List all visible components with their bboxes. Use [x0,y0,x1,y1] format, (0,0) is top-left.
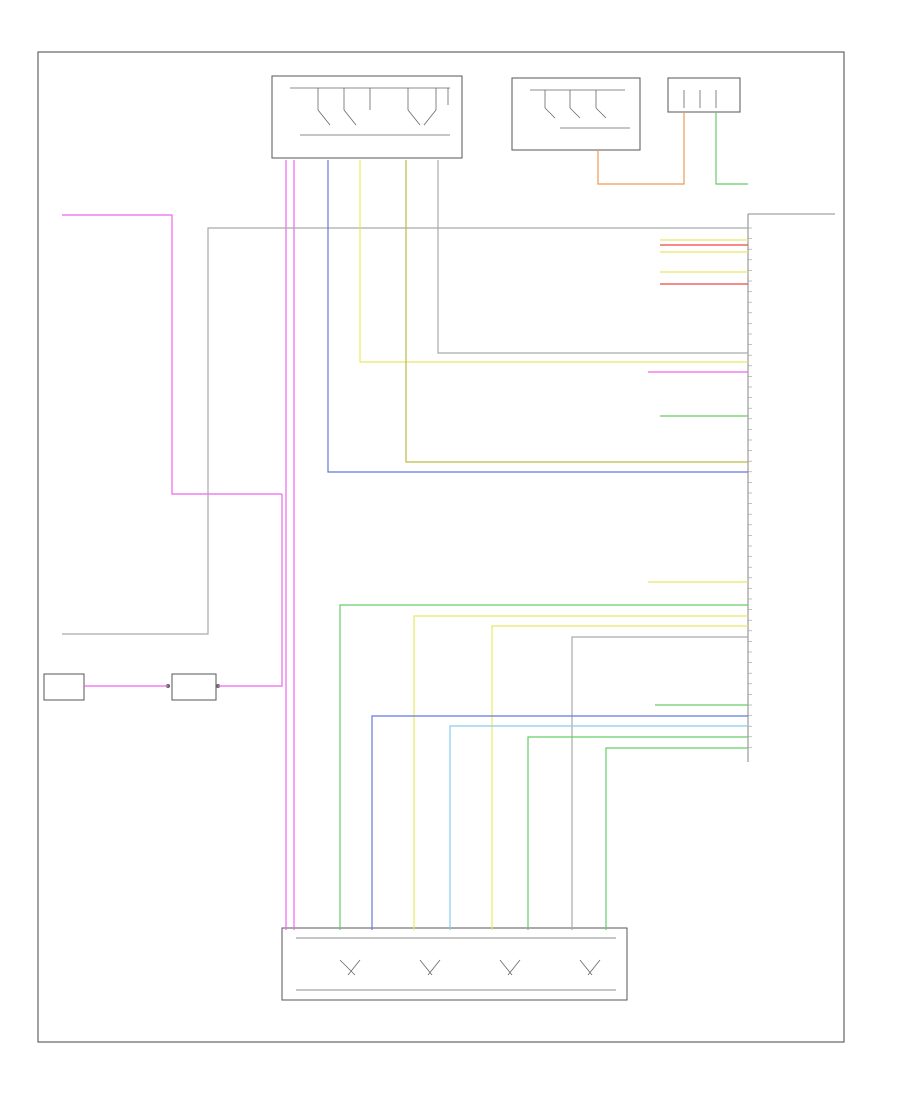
splice-left [166,673,220,701]
memory-seat-switch [511,77,641,151]
wire-blue-716 [371,715,748,930]
wire-gray-637 [571,636,748,930]
wire-gray-left [62,227,748,635]
wire-pink-splice [218,494,283,687]
memory-seat-module [747,213,835,762]
wire-green-top [715,112,748,185]
wire-pink-left [62,214,282,495]
position-switch-left [43,673,85,701]
wire-lightblue-726 [449,725,748,930]
pin-marks [748,227,752,748]
wire-yellow-616 [413,615,748,930]
wire-green-737 [527,736,748,930]
wire-group [62,112,748,930]
wire-orange-top [597,112,685,185]
wire-yellow-lumbar-2 [405,160,748,463]
seat-connector-top-right [667,77,741,113]
seat-adjuster-switch [281,927,628,1001]
wire-yellow-626 [491,625,748,930]
wire-yellow-lumbar [359,160,748,363]
wire-green-605 [339,604,748,930]
wire-blue-lumbar [327,160,748,473]
lumbar-switch [271,75,463,159]
diagram-border [37,51,845,1043]
wire-gray-lumbar [437,160,748,354]
wire-green-748 [605,747,748,930]
